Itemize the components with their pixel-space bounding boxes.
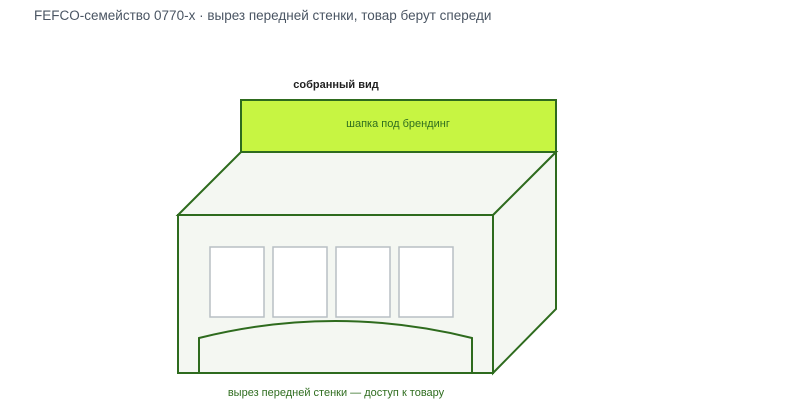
product-slot — [272, 246, 328, 318]
product-slot — [209, 246, 265, 318]
front-cutout-outline — [198, 320, 473, 373]
front-cutout-label: вырез передней стенки — доступ к товару — [228, 387, 445, 399]
assembled-view-label: собранный вид — [293, 79, 378, 91]
product-slot — [398, 246, 454, 318]
product-slot — [335, 246, 391, 318]
box-top-face — [175, 151, 559, 216]
branding-header-panel — [240, 99, 557, 153]
page-title: FEFCO-семейство 0770-x · вырез передней … — [34, 8, 492, 23]
branding-header-label: шапка под брендинг — [346, 118, 450, 130]
